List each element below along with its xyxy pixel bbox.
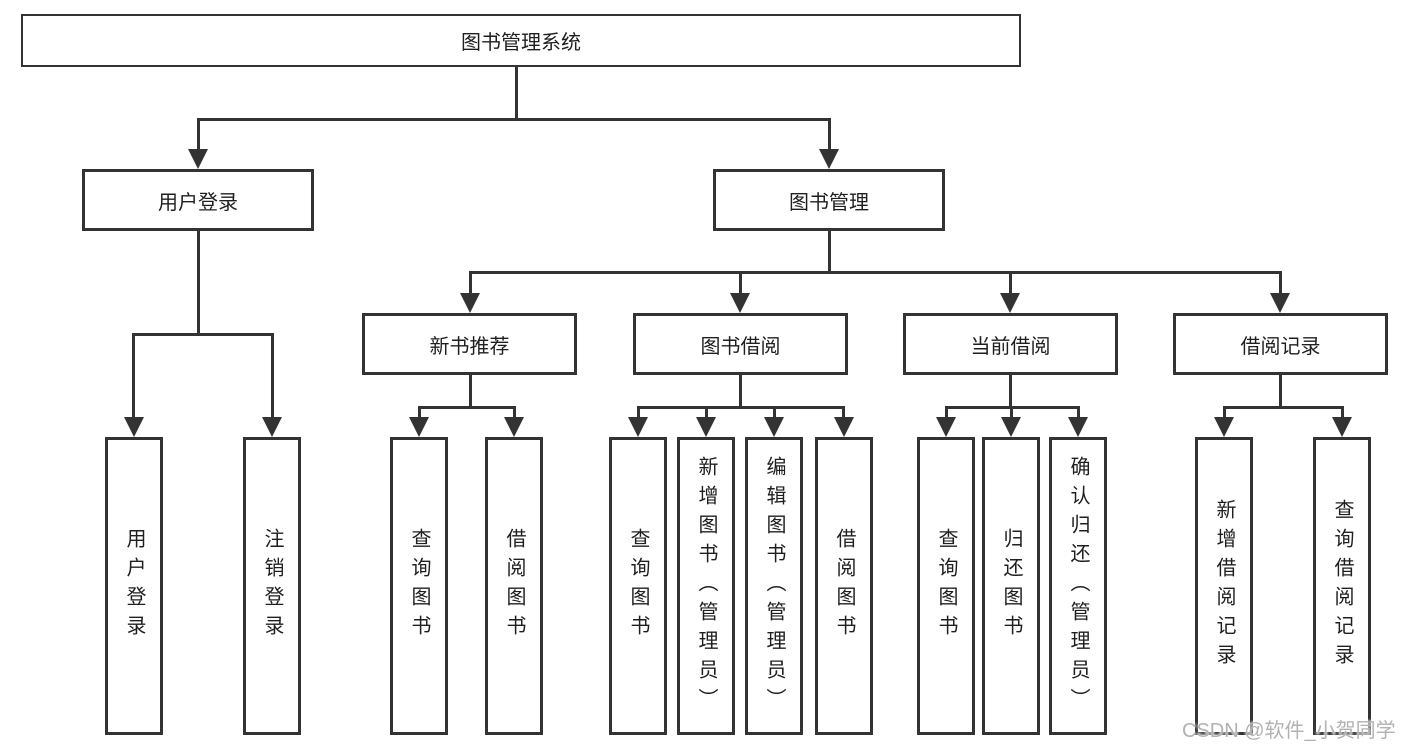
arrow-down-icon <box>628 417 648 437</box>
arrow-down-icon <box>1270 293 1290 313</box>
connector-line <box>513 406 516 420</box>
connector-line <box>469 375 472 409</box>
arrow-down-icon <box>696 417 716 437</box>
leaf-user-login: 用户登录 <box>105 437 163 735</box>
leaf-query-books-current-label: 查询图书 <box>935 528 957 644</box>
node-borrow-records-label: 借阅记录 <box>1240 335 1321 358</box>
connector-line <box>1010 406 1013 420</box>
connector-line <box>1279 271 1282 296</box>
arrow-down-icon <box>936 417 956 437</box>
leaf-logout: 注销登录 <box>243 437 301 735</box>
arrow-down-icon <box>460 293 480 313</box>
arrow-down-icon <box>504 417 524 437</box>
arrow-down-icon <box>188 149 208 169</box>
node-root: 图书管理系统 <box>21 14 1021 67</box>
arrow-down-icon <box>124 417 144 437</box>
arrow-down-icon <box>834 417 854 437</box>
connector-line <box>132 333 135 420</box>
leaf-add-borrow-record-label: 新增借阅记录 <box>1213 499 1235 673</box>
connector-line <box>705 406 708 420</box>
connector-line <box>132 333 274 336</box>
connector-line <box>418 406 421 420</box>
connector-line <box>1009 271 1012 296</box>
leaf-confirm-return-admin: 确认归还（管理员） <box>1049 437 1107 735</box>
leaf-borrow-books-recommend-label: 借阅图书 <box>503 528 525 644</box>
connector-line <box>828 118 831 152</box>
connector-line <box>1223 406 1344 409</box>
connector-line <box>945 406 948 420</box>
arrow-down-icon <box>1000 293 1020 313</box>
leaf-query-books-recommend: 查询图书 <box>390 437 448 735</box>
connector-line <box>197 231 200 336</box>
connector-line <box>773 406 776 420</box>
leaf-user-login-label: 用户登录 <box>123 528 145 644</box>
connector-line <box>197 118 831 121</box>
leaf-return-books-label: 归还图书 <box>1000 528 1022 644</box>
node-book-borrow-label: 图书借阅 <box>700 335 781 358</box>
arrow-down-icon <box>730 293 750 313</box>
connector-line <box>739 271 742 296</box>
leaf-add-borrow-record: 新增借阅记录 <box>1195 437 1253 735</box>
leaf-edit-books-admin-label: 编辑图书（管理员） <box>763 455 785 717</box>
connector-line <box>1009 375 1012 409</box>
leaf-query-books-borrow-label: 查询图书 <box>627 528 649 644</box>
leaf-borrow-books-recommend: 借阅图书 <box>485 437 543 735</box>
connector-line <box>739 375 742 409</box>
connector-line <box>1279 375 1282 409</box>
leaf-borrow-books: 借阅图书 <box>815 437 873 735</box>
leaf-query-borrow-record: 查询借阅记录 <box>1313 437 1371 735</box>
arrow-down-icon <box>1332 417 1352 437</box>
node-new-book-recommend: 新书推荐 <box>362 313 577 375</box>
node-borrow-records: 借阅记录 <box>1173 313 1388 375</box>
connector-line <box>842 406 845 420</box>
connector-line <box>1223 406 1226 420</box>
arrow-down-icon <box>1001 417 1021 437</box>
arrow-down-icon <box>262 417 282 437</box>
connector-line <box>515 67 518 121</box>
leaf-add-books-admin-label: 新增图书（管理员） <box>695 455 717 717</box>
leaf-return-books: 归还图书 <box>982 437 1040 735</box>
leaf-borrow-books-label: 借阅图书 <box>833 528 855 644</box>
node-new-book-recommend-label: 新书推荐 <box>429 335 510 358</box>
arrow-down-icon <box>1214 417 1234 437</box>
leaf-edit-books-admin: 编辑图书（管理员） <box>745 437 803 735</box>
node-current-borrow: 当前借阅 <box>903 313 1118 375</box>
leaf-add-books-admin: 新增图书（管理员） <box>677 437 735 735</box>
leaf-query-books-current: 查询图书 <box>917 437 975 735</box>
leaf-query-borrow-record-label: 查询借阅记录 <box>1331 499 1353 673</box>
watermark: CSDN @软件_小贺同学 <box>1182 720 1396 742</box>
node-root-label: 图书管理系统 <box>461 32 581 54</box>
node-current-borrow-label: 当前借阅 <box>970 335 1051 358</box>
connector-line <box>1341 406 1344 420</box>
arrow-down-icon <box>1068 417 1088 437</box>
connector-line <box>469 271 1282 274</box>
node-book-management-label: 图书管理 <box>789 191 869 214</box>
leaf-query-books-recommend-label: 查询图书 <box>408 528 430 644</box>
node-book-borrow: 图书借阅 <box>633 313 848 375</box>
node-book-management: 图书管理 <box>713 169 945 231</box>
connector-line <box>469 271 472 296</box>
connector-line <box>637 406 640 420</box>
node-user-login: 用户登录 <box>82 169 314 231</box>
node-user-login-label: 用户登录 <box>158 191 238 214</box>
leaf-logout-label: 注销登录 <box>261 528 283 644</box>
arrow-down-icon <box>819 149 839 169</box>
connector-line <box>197 118 200 152</box>
connector-line <box>828 231 831 274</box>
connector-line <box>1077 406 1080 420</box>
leaf-confirm-return-admin-label: 确认归还（管理员） <box>1067 455 1089 717</box>
leaf-query-books-borrow: 查询图书 <box>609 437 667 735</box>
connector-line <box>418 406 516 409</box>
arrow-down-icon <box>409 417 429 437</box>
arrow-down-icon <box>764 417 784 437</box>
connector-line <box>271 333 274 420</box>
connector-line <box>637 406 845 409</box>
